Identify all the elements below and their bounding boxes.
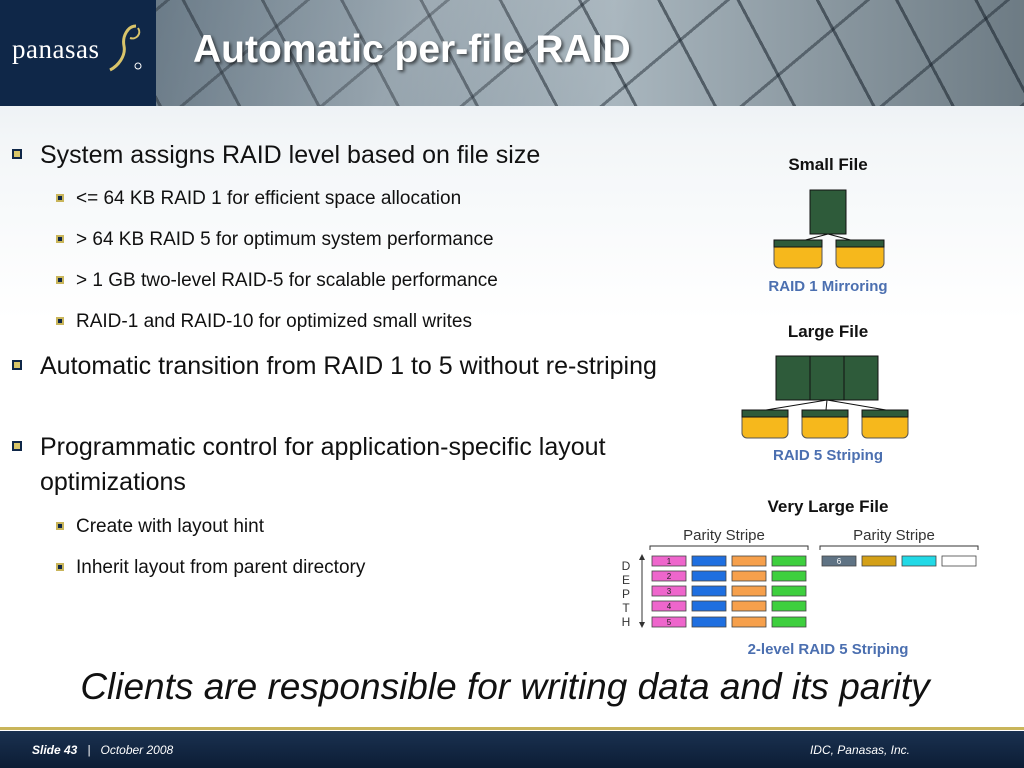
connector-line: [825, 399, 828, 411]
block-number: 5: [667, 618, 672, 627]
two-level-raid5-caption: 2-level RAID 5 Striping: [747, 641, 909, 658]
stripe-bracket: [819, 545, 979, 550]
parity-stripe-label: Parity Stripe: [683, 527, 765, 544]
depth-arrow-head: [639, 622, 645, 628]
sub-bullet-text: Create with layout hint: [76, 516, 264, 537]
depth-letter: D: [622, 559, 631, 573]
file-block: [809, 355, 845, 401]
connector-line: [765, 399, 828, 411]
footer-left: Slide 43 | October 2008: [32, 743, 173, 757]
bullet-item: System assigns RAID level based on file …: [12, 138, 652, 173]
sub-bullet-item: > 64 KB RAID 5 for optimum system perfor…: [56, 227, 656, 253]
depth-letter: P: [622, 587, 630, 601]
sub-bullet-square-icon: [56, 522, 64, 530]
very-large-file-title: Very Large File: [767, 497, 889, 516]
file-block: [809, 189, 847, 235]
small-file-title: Small File: [788, 155, 868, 174]
bullet-square-icon: [12, 360, 22, 370]
connector-line: [826, 399, 887, 411]
slide-number: Slide 43: [32, 743, 78, 757]
raid1-mirroring-diagram: [773, 189, 885, 269]
stripe-row: 4: [651, 600, 807, 612]
disk-icon: [741, 409, 789, 439]
logo-swirl-icon: [109, 24, 142, 72]
footer-credit: IDC, Panasas, Inc.: [809, 743, 910, 757]
sub-bullet-item: <= 64 KB RAID 1 for efficient space allo…: [56, 186, 656, 212]
depth-letter: E: [622, 573, 630, 587]
parity-stripe-label: Parity Stripe: [853, 527, 935, 544]
logo: panasas: [0, 0, 156, 106]
sub-bullet-item: RAID-1 and RAID-10 for optimized small w…: [56, 309, 656, 335]
sub-bullet-square-icon: [56, 235, 64, 243]
bullet-text: Programmatic control for application-spe…: [40, 433, 606, 496]
logo-text: panasas: [12, 34, 100, 64]
stripe-row: 1: [651, 555, 807, 567]
tagline: Clients are responsible for writing data…: [80, 666, 930, 707]
depth-arrow-head: [639, 554, 645, 560]
raid1-caption: RAID 1 Mirroring: [768, 278, 888, 295]
depth-letter: H: [622, 615, 631, 629]
file-block: [775, 355, 811, 401]
second-level-stripe-row: 6: [821, 555, 977, 567]
large-file-title: Large File: [787, 322, 869, 341]
sub-bullet-square-icon: [56, 317, 64, 325]
footer-date: October 2008: [100, 743, 174, 757]
sub-bullet-text: RAID-1 and RAID-10 for optimized small w…: [76, 311, 472, 332]
sub-bullet-item: Inherit layout from parent directory: [56, 555, 656, 581]
disk-icon: [801, 409, 849, 439]
disk-icon: [861, 409, 909, 439]
stripe-row: 3: [651, 585, 807, 597]
sub-bullet-text: > 1 GB two-level RAID-5 for scalable per…: [76, 270, 498, 291]
block-number: 4: [667, 602, 672, 611]
two-level-raid5-diagram: Parity Stripe Parity Stripe D E P T H 1 …: [622, 527, 979, 629]
sub-bullet-text: > 64 KB RAID 5 for optimum system perfor…: [76, 229, 494, 250]
stripe-row: 2: [651, 570, 807, 582]
block-number: 1: [667, 557, 672, 566]
footer-divider: [0, 727, 1024, 730]
bullet-item: Programmatic control for application-spe…: [12, 430, 632, 500]
slide-footer: Slide 43 | October 2008 IDC, Panasas, Inc.: [0, 731, 1024, 768]
sub-bullet-text: Inherit layout from parent directory: [76, 557, 366, 578]
stripe-row: 5: [651, 616, 807, 628]
bullet-text: Automatic transition from RAID 1 to 5 wi…: [40, 352, 657, 380]
raid5-caption: RAID 5 Striping: [772, 447, 883, 464]
sub-bullet-square-icon: [56, 563, 64, 571]
disk-icon: [773, 239, 823, 269]
disk-icon: [835, 239, 885, 269]
file-block: [843, 355, 879, 401]
bullet-item: Automatic transition from RAID 1 to 5 wi…: [12, 349, 662, 384]
sub-bullet-item: Create with layout hint: [56, 514, 656, 540]
slide-title: Automatic per-file RAID: [193, 28, 631, 71]
slide-header: panasas Automatic per-file RAID: [0, 0, 1024, 106]
raid5-striping-diagram: [741, 355, 909, 439]
bullet-text: System assigns RAID level based on file …: [40, 141, 541, 169]
footer-separator: |: [87, 743, 91, 757]
block-number: 3: [667, 587, 672, 596]
bullet-square-icon: [12, 441, 22, 451]
bullet-square-icon: [12, 149, 22, 159]
sub-bullet-text: <= 64 KB RAID 1 for efficient space allo…: [76, 188, 462, 209]
sub-bullet-square-icon: [56, 276, 64, 284]
stripe-bracket: [649, 545, 809, 550]
sub-bullet-square-icon: [56, 194, 64, 202]
block-number: 2: [667, 572, 672, 581]
sub-bullet-item: > 1 GB two-level RAID-5 for scalable per…: [56, 268, 656, 294]
block-number: 6: [837, 557, 842, 566]
depth-letter: T: [622, 601, 630, 615]
